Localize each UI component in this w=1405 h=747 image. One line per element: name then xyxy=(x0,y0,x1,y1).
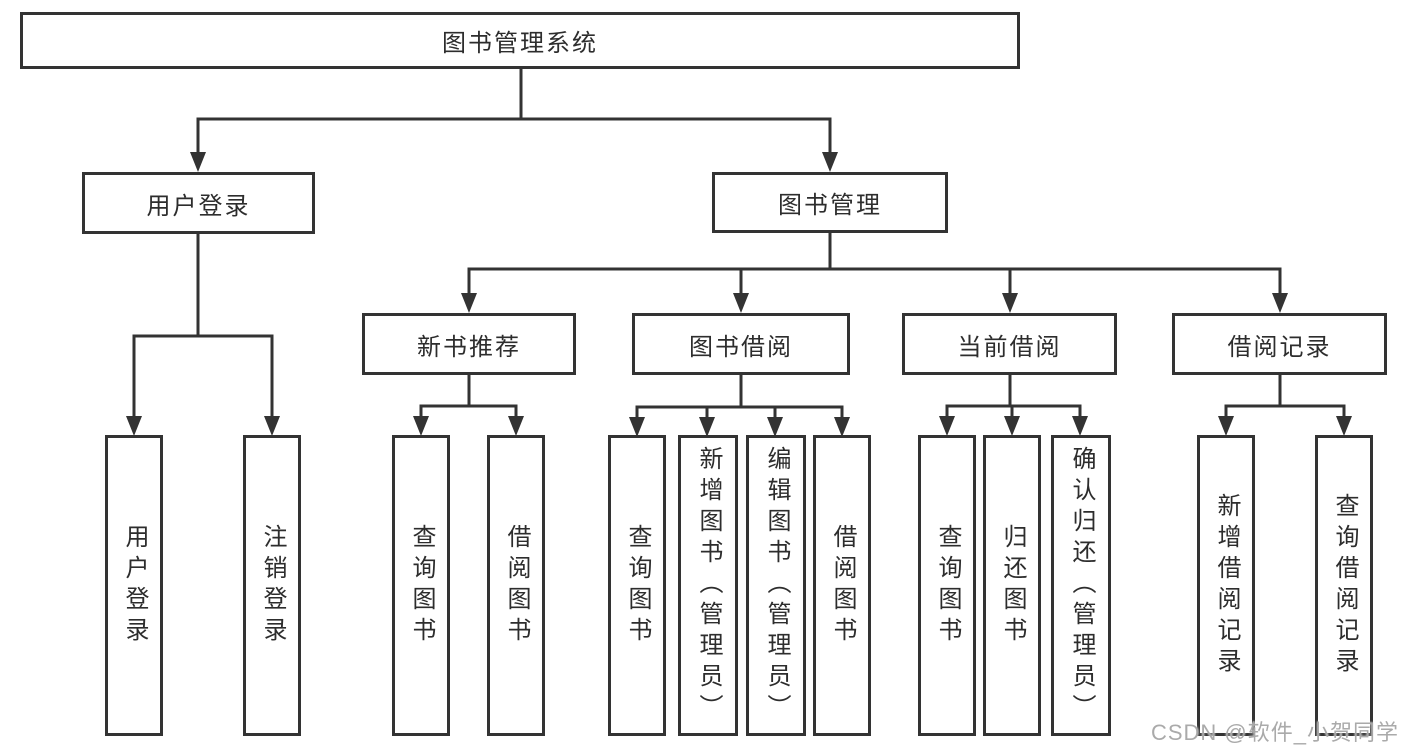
leaf-add-book-admin: 新增图书（管理员） xyxy=(678,435,738,736)
leaf-user-login: 用户登录 xyxy=(105,435,163,736)
leaf-borrow-books-label: 借阅图书 xyxy=(829,523,856,648)
arrowheads xyxy=(126,152,1352,437)
leaf-borrow-books-recommend: 借阅图书 xyxy=(487,435,545,736)
connector-paths xyxy=(132,69,1346,419)
node-current-borrow: 当前借阅 xyxy=(902,313,1117,375)
leaf-add-borrow-record-label: 新增借阅记录 xyxy=(1213,492,1240,679)
leaf-edit-book-admin-label: 编辑图书（管理员） xyxy=(763,446,790,725)
leaf-query-books-current: 查询图书 xyxy=(918,435,976,736)
node-borrow-records-label: 借阅记录 xyxy=(1227,333,1332,361)
leaf-add-borrow-record: 新增借阅记录 xyxy=(1197,435,1255,736)
node-user-login-label: 用户登录 xyxy=(146,192,251,220)
leaf-borrow-books-recommend-label: 借阅图书 xyxy=(503,523,530,648)
leaf-user-login-label: 用户登录 xyxy=(121,523,148,648)
node-current-borrow-label: 当前借阅 xyxy=(957,333,1062,361)
node-book-management-label: 图书管理 xyxy=(778,192,882,219)
node-root-label: 图书管理系统 xyxy=(442,30,598,57)
leaf-borrow-books: 借阅图书 xyxy=(813,435,871,736)
leaf-query-books-borrow-label: 查询图书 xyxy=(624,523,651,648)
node-book-borrow-label: 图书借阅 xyxy=(689,333,793,361)
leaf-query-borrow-record-label: 查询借阅记录 xyxy=(1331,492,1358,679)
node-root: 图书管理系统 xyxy=(20,12,1020,69)
leaf-query-books-recommend-label: 查询图书 xyxy=(408,523,435,648)
leaf-logout: 注销登录 xyxy=(243,435,301,736)
leaf-return-book: 归还图书 xyxy=(983,435,1041,736)
node-book-borrow: 图书借阅 xyxy=(632,313,850,375)
leaf-return-book-label: 归还图书 xyxy=(999,523,1026,648)
node-new-book-recommend: 新书推荐 xyxy=(362,313,576,375)
leaf-add-book-admin-label: 新增图书（管理员） xyxy=(695,446,722,725)
leaf-query-books-current-label: 查询图书 xyxy=(934,523,961,648)
node-borrow-records: 借阅记录 xyxy=(1172,313,1387,375)
leaf-logout-label: 注销登录 xyxy=(259,523,286,648)
node-new-book-recommend-label: 新书推荐 xyxy=(417,333,521,361)
leaf-query-books-borrow: 查询图书 xyxy=(608,435,666,736)
watermark: CSDN @软件_小贺同学 xyxy=(1150,720,1399,745)
node-book-management: 图书管理 xyxy=(712,172,948,233)
leaf-query-borrow-record: 查询借阅记录 xyxy=(1315,435,1373,736)
leaf-query-books-recommend: 查询图书 xyxy=(392,435,450,736)
leaf-edit-book-admin: 编辑图书（管理员） xyxy=(746,435,806,736)
leaf-confirm-return-admin-label: 确认归还（管理员） xyxy=(1068,446,1095,725)
node-user-login: 用户登录 xyxy=(82,172,315,234)
leaf-confirm-return-admin: 确认归还（管理员） xyxy=(1051,435,1111,736)
